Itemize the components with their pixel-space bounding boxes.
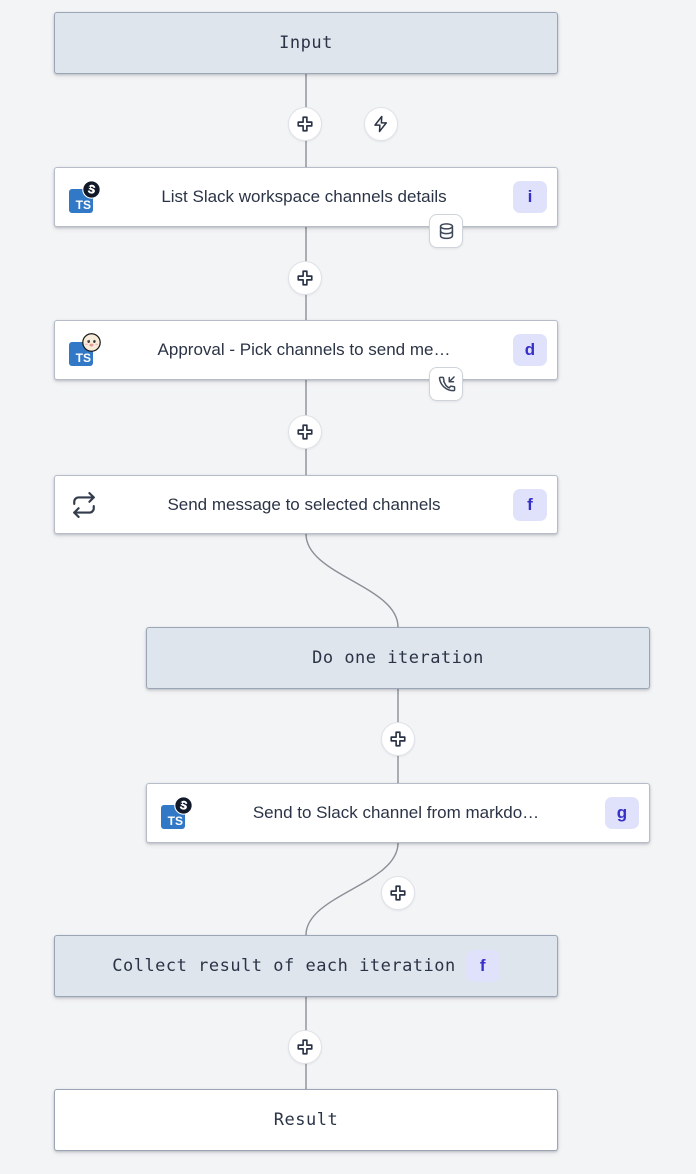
- node-do-one-iteration-label: Do one iteration: [312, 648, 484, 668]
- edge-c-to-iteration: [305, 533, 399, 628]
- node-do-one-iteration[interactable]: Do one iteration: [146, 627, 650, 689]
- node-badge-i[interactable]: i: [513, 181, 547, 213]
- bun-icon: [82, 333, 101, 352]
- node-approval-pick-channels[interactable]: TS Approval - Pick channels to send me… …: [54, 320, 558, 380]
- node-send-message-to-selected-channels-label: Send message to selected channels: [167, 494, 441, 514]
- node-badge-f-collect[interactable]: f: [465, 950, 500, 982]
- node-badge-d[interactable]: d: [513, 334, 547, 366]
- add-step-button-after-send-to-slack[interactable]: [381, 876, 415, 910]
- add-step-button-after-input[interactable]: [288, 107, 322, 141]
- add-step-button-after-collect[interactable]: [288, 1030, 322, 1064]
- typescript-deno-icon: TS: [159, 796, 193, 830]
- node-collect-result-of-each-iteration[interactable]: Collect result of each iteration f: [54, 935, 558, 997]
- node-result[interactable]: Result: [54, 1089, 558, 1151]
- node-input[interactable]: Input: [54, 12, 558, 74]
- deno-icon: [174, 796, 193, 815]
- node-send-to-slack-channel-from-markdown-label: Send to Slack channel from markdo…: [252, 803, 540, 822]
- repeat-icon: [67, 488, 101, 522]
- add-step-button-after-list-channels[interactable]: [288, 261, 322, 295]
- typescript-bun-icon: TS: [67, 333, 101, 367]
- database-icon-badge[interactable]: [429, 214, 463, 248]
- node-badge-f-loop[interactable]: f: [513, 488, 547, 521]
- node-badge-g[interactable]: g: [605, 797, 639, 829]
- phone-incoming-icon-badge[interactable]: [429, 367, 463, 401]
- node-list-slack-workspace-channels-label: List Slack workspace channels details: [161, 187, 447, 206]
- add-trigger-button[interactable]: [364, 107, 398, 141]
- node-input-label: Input: [279, 33, 333, 53]
- node-approval-pick-channels-label: Approval - Pick channels to send me…: [157, 340, 451, 359]
- deno-icon: [82, 180, 101, 199]
- node-send-message-to-selected-channels[interactable]: Send message to selected channels f: [54, 475, 558, 534]
- node-list-slack-workspace-channels[interactable]: TS List Slack workspace channels details…: [54, 167, 558, 227]
- node-result-label: Result: [273, 1110, 339, 1130]
- node-collect-result-of-each-iteration-label: Collect result of each iteration: [112, 956, 456, 976]
- add-step-button-after-iteration[interactable]: [381, 722, 415, 756]
- typescript-deno-icon: TS: [67, 180, 101, 214]
- add-step-button-after-approval[interactable]: [288, 415, 322, 449]
- node-send-to-slack-channel-from-markdown[interactable]: TS Send to Slack channel from markdo… g: [146, 783, 650, 843]
